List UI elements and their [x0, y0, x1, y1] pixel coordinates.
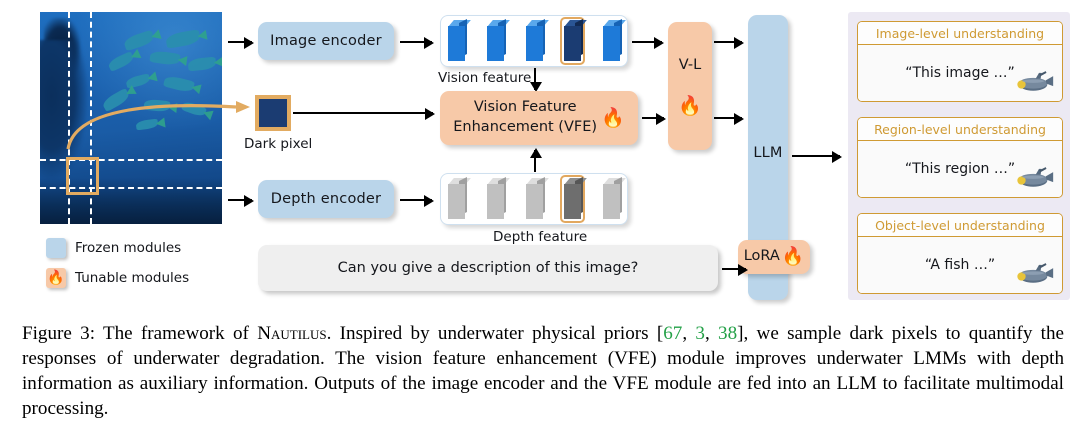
grid-line-vertical: [90, 12, 92, 224]
figure-diagram: Image encoder Depth encoder Dark pixel V…: [0, 0, 1080, 318]
arrow-vision-feature-to-vl: [632, 41, 662, 43]
grid-line-horizontal: [40, 187, 222, 189]
flame-icon: 🔥: [781, 246, 805, 267]
depth-feature-cube: [525, 177, 549, 219]
outputs-panel: Image-level understanding “This image …”: [848, 12, 1070, 300]
dark-pixel-selection-box: [66, 157, 99, 195]
output-body-region-level: “This region …”: [858, 141, 1062, 197]
vision-feature-caption: Vision feature: [438, 70, 532, 86]
seafloor-shadow: [40, 178, 222, 224]
output-box-image-level: Image-level understanding “This image …”: [857, 21, 1063, 102]
vl-block[interactable]: V-L 🔥: [668, 22, 712, 150]
vl-label: V-L: [678, 56, 702, 73]
figure-caption: Figure 3: The framework of Nautilus. Ins…: [22, 322, 1064, 422]
citation-ref-1[interactable]: 67: [663, 323, 683, 344]
depth-feature-cube-highlighted: [560, 175, 588, 223]
output-body-object-level: “A fish …”: [858, 237, 1062, 293]
legend-swatch-tunable: 🔥: [46, 268, 66, 288]
output-body-image-level: “This image …”: [858, 45, 1062, 101]
caption-part-2: . Inspired by underwater physical priors…: [326, 323, 664, 344]
arrow-vision-feature-to-vfe: [534, 68, 536, 90]
vision-feature-cube: [448, 19, 471, 61]
vision-feature-strip: [440, 15, 628, 67]
arrow-vl-to-llm-bottom: [714, 117, 742, 119]
vfe-block[interactable]: Vision Feature Enhancement (VFE) 🔥: [440, 91, 638, 145]
citation-ref-3[interactable]: 38: [718, 323, 738, 344]
llm-label: LLM: [753, 144, 783, 161]
caption-sep-2: ,: [704, 323, 719, 344]
arrow-depth-feature-to-vfe: [534, 150, 536, 172]
caption-part-1: Figure 3: The framework of: [22, 323, 258, 344]
legend-swatch-frozen: [46, 238, 66, 258]
flame-icon: 🔥: [47, 270, 65, 286]
prompt-box[interactable]: Can you give a description of this image…: [258, 245, 718, 291]
legend-label-frozen: Frozen modules: [75, 240, 182, 256]
vfe-label-line1: Vision Feature: [473, 99, 577, 116]
grid-line-vertical: [68, 12, 70, 224]
arrow-prompt-to-llm: [722, 268, 746, 270]
arrow-encoder-to-vision-feature: [400, 41, 432, 43]
submarine-icon: [1014, 69, 1054, 95]
output-box-region-level: Region-level understanding “This region …: [857, 117, 1063, 198]
arrow-llm-to-outputs: [792, 155, 840, 157]
arrow-image-to-depth-encoder: [228, 199, 252, 201]
dark-pixel-swatch: [255, 95, 291, 131]
dark-pixel-caption: Dark pixel: [244, 136, 313, 152]
underwater-input-image: [40, 12, 222, 224]
arrow-vl-to-llm-top: [714, 41, 742, 43]
arrow-dark-pixel-to-vfe: [293, 112, 433, 114]
depth-feature-strip: [440, 173, 628, 225]
caption-sep-1: ,: [682, 323, 696, 344]
output-header-region-level: Region-level understanding: [858, 118, 1062, 141]
vision-feature-cube-highlighted: [560, 17, 588, 65]
citation-ref-2[interactable]: 3: [695, 323, 705, 344]
output-text-image-level: “This image …”: [905, 65, 1015, 81]
output-text-object-level: “A fish …”: [924, 257, 996, 273]
dark-pixel-connector: [66, 101, 250, 150]
depth-feature-cube: [486, 177, 510, 219]
legend-frozen: Frozen modules: [46, 238, 181, 258]
prompt-text: Can you give a description of this image…: [337, 260, 639, 276]
caption-smallcaps-nautilus: Nautilus: [257, 323, 327, 344]
output-header-image-level: Image-level understanding: [858, 22, 1062, 45]
grid-line-horizontal: [40, 159, 222, 161]
vision-feature-cube: [486, 19, 510, 61]
output-box-object-level: Object-level understanding “A fish …”: [857, 213, 1063, 294]
depth-encoder-block[interactable]: Depth encoder: [258, 180, 394, 218]
caption-part-3: ], we sample dark pixels to quantify the…: [22, 323, 1064, 419]
lora-label: LoRA: [743, 248, 780, 265]
submarine-icon: [1014, 261, 1054, 287]
submarine-icon: [1014, 165, 1054, 191]
vision-feature-cube: [525, 19, 549, 61]
arrow-depth-encoder-to-feature: [400, 199, 432, 201]
arrow-image-to-encoder: [228, 41, 252, 43]
output-text-region-level: “This region …”: [904, 161, 1016, 177]
output-header-object-level: Object-level understanding: [858, 214, 1062, 237]
depth-encoder-label: Depth encoder: [270, 191, 382, 207]
lora-block[interactable]: LoRA 🔥: [738, 240, 810, 274]
depth-feature-cube: [448, 177, 471, 219]
legend-tunable: 🔥 Tunable modules: [46, 268, 189, 288]
vision-feature-cube: [603, 19, 626, 61]
arrow-vfe-to-vl: [642, 117, 664, 119]
depth-feature-caption: Depth feature: [493, 229, 588, 245]
flame-icon: 🔥: [601, 106, 625, 129]
image-encoder-block[interactable]: Image encoder: [258, 22, 394, 60]
legend-label-tunable: Tunable modules: [75, 270, 190, 286]
depth-feature-cube: [603, 177, 626, 219]
vfe-label-line2: Enhancement (VFE): [453, 119, 598, 135]
flame-icon: 🔥: [678, 95, 702, 118]
image-encoder-label: Image encoder: [270, 33, 382, 49]
reef-silhouette: [40, 40, 88, 180]
